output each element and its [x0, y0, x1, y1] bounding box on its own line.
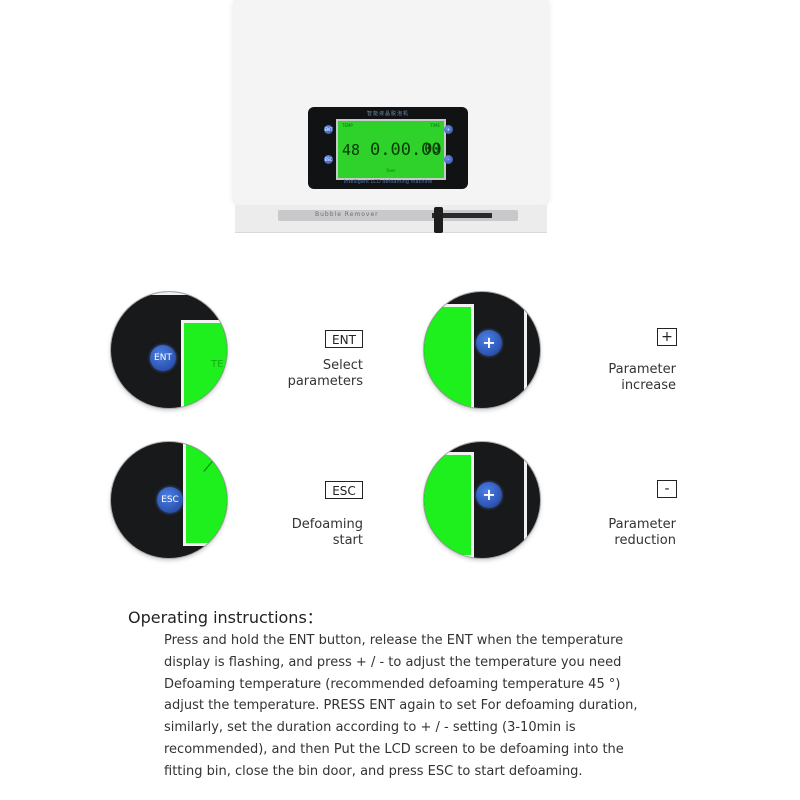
- panel-frame-edge: [135, 292, 227, 295]
- lcd-temperature-readout: 48: [342, 141, 361, 159]
- lcd-edge: [183, 442, 227, 546]
- bin-door-latch: [434, 207, 443, 233]
- key-label-plus: +: [657, 328, 677, 346]
- lcd-edge: [181, 320, 227, 408]
- lcd-edge: [424, 304, 474, 408]
- lcd-edge: [424, 452, 474, 558]
- key-description-plus: Parameter increase: [608, 362, 676, 393]
- instructions-body: Press and hold the ENT button, release t…: [164, 633, 638, 779]
- panel-ent-button: ENT: [324, 125, 333, 134]
- zoom-plus-detail: +: [424, 292, 540, 408]
- panel-minus-button: -: [444, 155, 453, 164]
- key-description-esc: Defoaming start: [291, 517, 363, 548]
- panel-frame-edge: [524, 442, 527, 558]
- panel-frame-edge: [524, 292, 527, 408]
- lcd-display: TEMP TIME 48 0.00.00 00 Ssec: [336, 119, 446, 180]
- tray-label: Bubble Remover: [315, 211, 379, 218]
- instructions-heading: Operating instructions：: [128, 608, 323, 627]
- lcd-unit-label: Ssec: [386, 168, 396, 173]
- panel-esc-button: ESC: [324, 155, 333, 164]
- control-panel: 智能液晶脱泡机 TEMP TIME 48 0.00.00 00 Ssec ENT…: [308, 107, 468, 189]
- key-description-minus: Parameter reduction: [608, 517, 676, 548]
- lcd-temp-label: TEMP: [342, 123, 353, 128]
- lcd-time-label: TIME: [430, 123, 440, 128]
- zoom-ent-detail: TE ENT: [111, 292, 227, 408]
- lcd-digit-fragment: ⟋: [203, 452, 219, 477]
- bin-slot: [432, 213, 492, 218]
- esc-button-closeup: ESC: [157, 487, 183, 513]
- minus-button-closeup: +: [476, 482, 502, 508]
- lcd-time-readout: 0.00.00: [370, 140, 442, 160]
- panel-plus-button: +: [444, 125, 453, 134]
- key-description-ent: Select parameters: [287, 358, 363, 389]
- zoom-minus-detail: +: [424, 442, 540, 558]
- lcd-seconds-readout: 00: [424, 142, 440, 157]
- fitting-bin-tray: [278, 210, 518, 221]
- panel-title: 智能液晶脱泡机: [366, 111, 409, 117]
- key-label-ent: ENT: [325, 330, 363, 348]
- zoom-esc-detail: ⟋ ESC: [111, 442, 227, 558]
- ent-button-closeup: ENT: [150, 345, 176, 371]
- panel-subtitle: Intelligent LCD defoaming machine: [343, 179, 433, 185]
- lcd-ghost-text: TE: [211, 359, 224, 370]
- key-label-esc: ESC: [325, 481, 363, 499]
- key-label-minus: -: [657, 480, 677, 498]
- plus-button-closeup: +: [476, 330, 502, 356]
